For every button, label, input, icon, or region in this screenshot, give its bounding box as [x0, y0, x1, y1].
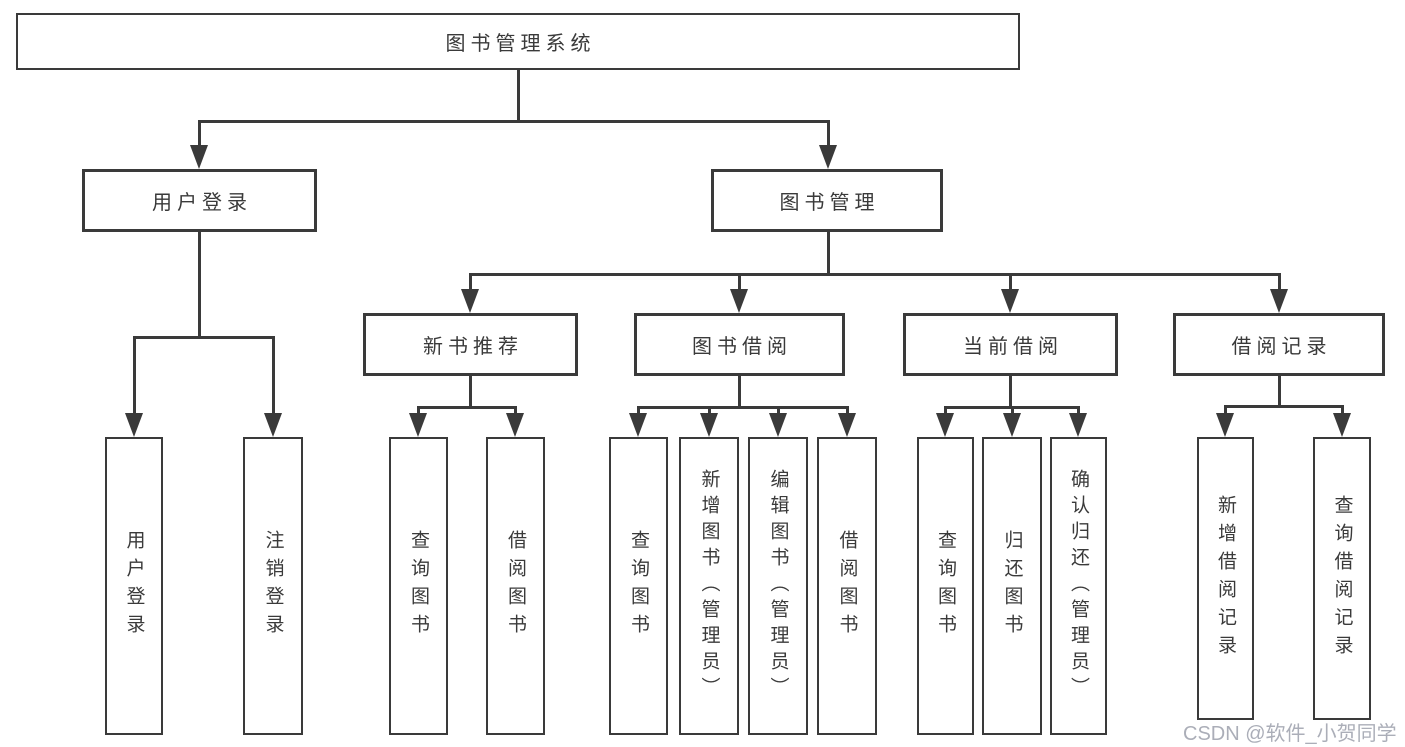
connector-new-book-stem — [469, 376, 472, 406]
connector-to-book-management — [827, 120, 830, 146]
node-new-book-recommend: 新书推荐 — [363, 313, 578, 376]
node-label: 借阅记录 — [1231, 336, 1332, 358]
connector-to-new-book — [469, 273, 472, 289]
arrowhead-borrow-record — [1270, 289, 1288, 313]
connector-leaf — [1224, 405, 1227, 414]
arrowhead-leaf — [838, 413, 856, 437]
arrowhead-leaf — [506, 413, 524, 437]
connector-leaf — [1341, 405, 1344, 414]
connector-leaf — [1011, 406, 1014, 414]
leaf-label: 查询图书 — [408, 530, 429, 642]
leaf-label: 借阅图书 — [505, 530, 526, 642]
arrowhead-leaf — [769, 413, 787, 437]
node-label: 图书借阅 — [692, 336, 792, 358]
arrowhead-leaf — [409, 413, 427, 437]
connector-root-stem — [517, 70, 520, 120]
arrowhead-current-borrow — [1001, 289, 1019, 313]
node-label: 当前借阅 — [963, 336, 1063, 358]
leaf-query-books-current: 查询图书 — [917, 437, 974, 735]
connector-borrow-record-branch — [1224, 405, 1343, 408]
node-book-management: 图书管理 — [711, 169, 943, 232]
connector-leaf — [708, 406, 711, 414]
node-library-management-system: 图书管理系统 — [16, 13, 1020, 70]
leaf-label: 新增图书（管理员） — [698, 469, 720, 703]
arrowhead-leaf — [1003, 413, 1021, 437]
node-borrowing-records: 借阅记录 — [1173, 313, 1385, 376]
arrowhead-leaf — [1333, 413, 1351, 437]
leaf-logout-login: 注销登录 — [243, 437, 303, 735]
connector-to-borrow-record — [1278, 273, 1281, 289]
leaf-label: 确认归还（管理员） — [1068, 469, 1089, 703]
connector-borrow-record-stem — [1278, 376, 1281, 405]
connector-leaf — [944, 406, 947, 414]
node-label: 图书管理 — [779, 192, 880, 214]
leaf-query-books-recommend: 查询图书 — [389, 437, 448, 735]
leaf-label: 新增借阅记录 — [1215, 494, 1236, 663]
arrowhead-leaf — [1216, 413, 1234, 437]
leaf-borrow-books-borrowing: 借阅图书 — [817, 437, 877, 735]
arrowhead-leaf-logout — [264, 413, 282, 437]
arrowhead-new-book — [461, 289, 479, 313]
arrowhead-user-login — [190, 145, 208, 169]
leaf-edit-book-admin: 编辑图书（管理员） — [748, 437, 808, 735]
leaf-borrow-books-recommend: 借阅图书 — [486, 437, 545, 735]
connector-leaf — [777, 406, 780, 414]
leaf-add-borrow-record: 新增借阅记录 — [1197, 437, 1254, 720]
connector-level2-branch — [198, 120, 829, 123]
arrowhead-leaf — [936, 413, 954, 437]
leaf-query-books-borrowing: 查询图书 — [609, 437, 668, 735]
leaf-label: 借阅图书 — [836, 530, 858, 642]
connector-book-borrow-stem — [738, 376, 741, 406]
node-label: 用户登录 — [152, 192, 252, 214]
arrowhead-book-management — [819, 145, 837, 169]
connector-to-user-login — [198, 120, 201, 146]
connector-leaf — [846, 406, 849, 414]
node-user-login: 用户登录 — [82, 169, 317, 232]
connector-book-borrow-branch — [637, 406, 848, 409]
connector-leaf — [637, 406, 640, 414]
connector-leaf — [417, 406, 420, 414]
node-current-borrowing: 当前借阅 — [903, 313, 1118, 376]
connector-book-management-stem — [827, 232, 830, 273]
leaf-label: 归还图书 — [1001, 530, 1023, 642]
connector-leaf — [514, 406, 517, 414]
connector-new-book-branch — [417, 406, 517, 409]
node-label: 图书管理系统 — [445, 33, 596, 55]
leaf-label: 注销登录 — [262, 530, 284, 642]
csdn-watermark: CSDN @软件_小贺同学 — [1183, 723, 1397, 745]
leaf-label: 查询图书 — [628, 530, 649, 642]
connector-to-leaf-logout — [272, 336, 275, 414]
leaf-add-book-admin: 新增图书（管理员） — [679, 437, 739, 735]
connector-to-leaf-user-login — [133, 336, 136, 414]
arrowhead-leaf-user-login — [125, 413, 143, 437]
arrowhead-leaf — [700, 413, 718, 437]
connector-level3-branch — [469, 273, 1281, 276]
leaf-confirm-return-admin: 确认归还（管理员） — [1050, 437, 1107, 735]
leaf-label: 查询图书 — [935, 530, 956, 642]
leaf-query-borrow-record: 查询借阅记录 — [1313, 437, 1371, 720]
arrowhead-leaf — [1069, 413, 1087, 437]
arrowhead-book-borrow — [730, 289, 748, 313]
node-label: 新书推荐 — [423, 336, 523, 358]
leaf-user-login: 用户登录 — [105, 437, 163, 735]
connector-user-login-branch — [133, 336, 275, 339]
leaf-return-book: 归还图书 — [982, 437, 1042, 735]
leaf-label: 编辑图书（管理员） — [767, 469, 789, 703]
arrowhead-leaf — [629, 413, 647, 437]
connector-to-book-borrow — [738, 273, 741, 289]
connector-leaf — [1077, 406, 1080, 414]
leaf-label: 查询借阅记录 — [1331, 494, 1353, 663]
connector-user-login-stem — [198, 232, 201, 336]
connector-to-current-borrow — [1009, 273, 1012, 289]
connector-current-borrow-stem — [1009, 376, 1012, 406]
node-book-borrowing: 图书借阅 — [634, 313, 845, 376]
leaf-label: 用户登录 — [123, 530, 145, 642]
